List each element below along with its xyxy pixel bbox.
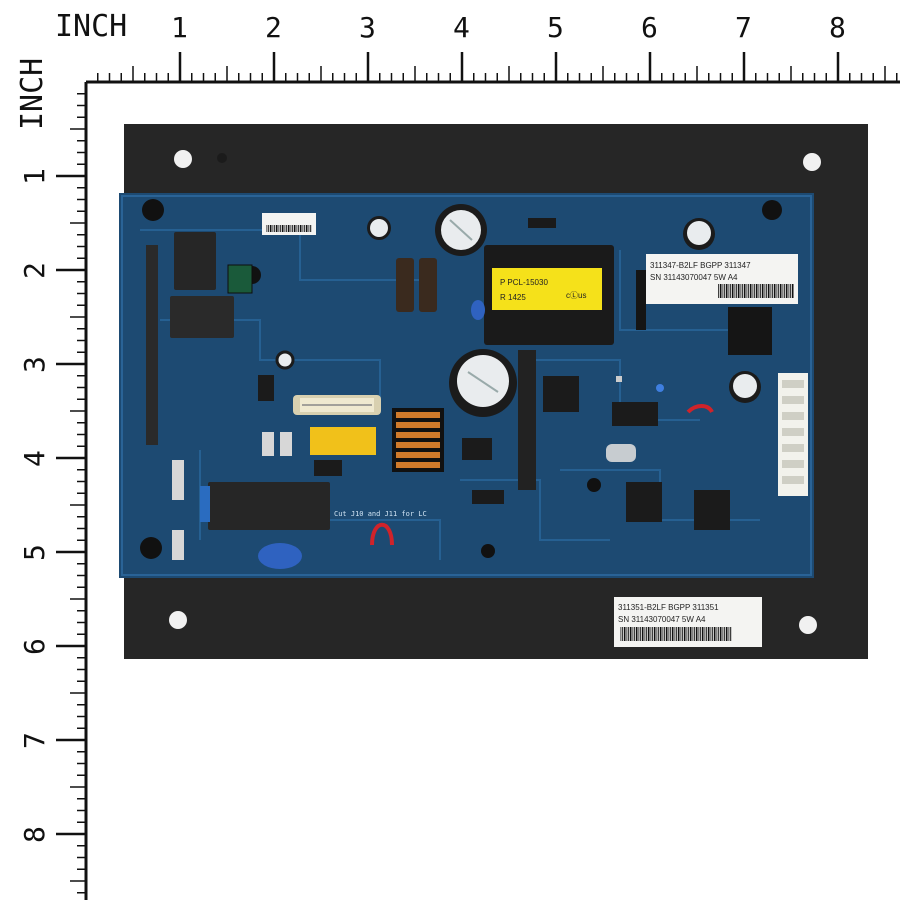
plate-hole (169, 611, 187, 629)
ruler-top-number: 1 (171, 11, 188, 44)
fuse (293, 395, 381, 415)
relay (208, 482, 330, 530)
pcb-serial-label: 311347-B2LF BGPP 311347 SN 31143070047 5… (646, 254, 798, 304)
relay (170, 296, 234, 338)
transformer-label: P PCL-15030 R 1425 cⓁus (492, 268, 602, 310)
ruler-top-number: 6 (641, 11, 658, 44)
inch-ruler: INCH 1 2 3 4 5 6 7 8 INCH 1 2 3 4 5 6 7 8 (15, 9, 900, 900)
ruler-left-number: 8 (18, 826, 51, 843)
transformer-ul-mark: cⓁus (566, 291, 586, 300)
plate-label-line2: SN 31143070047 5W A4 (618, 615, 706, 624)
circuit-board: P PCL-15030 R 1425 cⓁus 311347-B2LF BGPP… (119, 193, 814, 578)
ruler-left-number: 5 (18, 544, 51, 561)
capacitor (449, 349, 517, 417)
capacitor (729, 371, 761, 403)
capacitor (683, 218, 715, 250)
ic-chip (626, 482, 662, 522)
silkscreen-note: Cut J10 and J11 for LC (334, 510, 427, 518)
capacitor (367, 216, 391, 240)
left-pin-header (146, 245, 158, 445)
ruler-left-number: 6 (18, 638, 51, 655)
ruler-left-number: 1 (18, 168, 51, 185)
ruler-left-number: 7 (18, 732, 51, 749)
pcb-label-line1: 311347-B2LF BGPP 311347 (650, 261, 751, 270)
plate-hole (799, 616, 817, 634)
transformer-label-line2: R 1425 (500, 293, 526, 302)
ruler-top-number: 5 (547, 11, 564, 44)
capacitor (435, 204, 487, 256)
relay (174, 232, 216, 290)
plate-barcode (620, 627, 732, 641)
ic-chip (543, 376, 579, 412)
plate-serial-label: 311351-B2LF BGPP 311351 SN 31143070047 5… (614, 597, 762, 647)
plate-label-line1: 311351-B2LF BGPP 311351 (618, 603, 719, 612)
ruler-top-number: 4 (453, 11, 470, 44)
inductor-coil (392, 408, 444, 472)
ruler-left-number: 2 (18, 262, 51, 279)
ruler-top-number: 7 (735, 11, 752, 44)
ruler-top-number: 8 (829, 11, 846, 44)
ic-chip (472, 490, 504, 504)
ic-chip (314, 460, 342, 476)
ic-chip (612, 402, 658, 426)
ruler-top-ticks (97, 52, 898, 82)
ic-chip (694, 490, 730, 530)
ic-chip (462, 438, 492, 460)
ic-chip (258, 375, 274, 401)
pcb-label-line2: SN 31143070047 5W A4 (650, 273, 738, 282)
plate-hole (803, 153, 821, 171)
ruler-left-numbers: 1 2 3 4 5 6 7 8 (18, 168, 51, 843)
ruler-left-number: 3 (18, 356, 51, 373)
transformer-label-line1: P PCL-15030 (500, 278, 548, 287)
ruler-unit-left: INCH (15, 58, 50, 130)
ruler-top-number: 3 (359, 11, 376, 44)
ruler-top-number: 2 (265, 11, 282, 44)
plate-hole (174, 150, 192, 168)
ruler-left-ticks (56, 93, 86, 894)
ruler-left-number: 4 (18, 450, 51, 467)
ruler-unit-top: INCH (55, 9, 127, 44)
ruler-top-numbers: 1 2 3 4 5 6 7 8 (171, 11, 846, 44)
right-connector (778, 373, 808, 496)
